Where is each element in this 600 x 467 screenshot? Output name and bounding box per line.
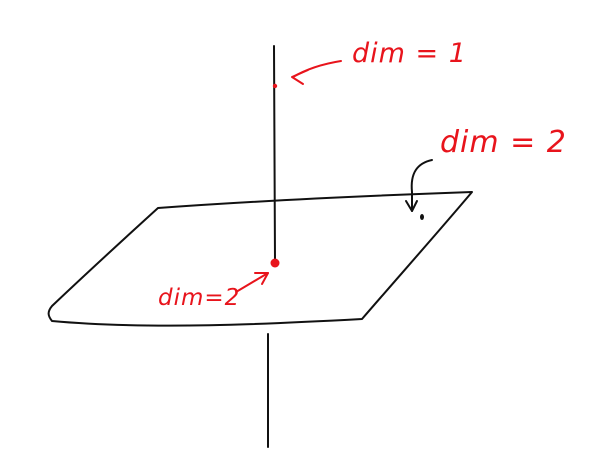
- plane-point: [420, 214, 424, 220]
- plane-outline: [47, 191, 473, 327]
- arrow-to-line-point: [291, 60, 342, 85]
- arrow-to-intersection-point: [235, 272, 269, 293]
- line-point: [272, 83, 278, 89]
- arrow-to-plane-point: [405, 159, 433, 212]
- label-plane-point: dim = 2: [440, 125, 567, 160]
- vertical-line-upper: [273, 45, 276, 263]
- intersection-point: [270, 258, 280, 268]
- label-intersection-point: dim=2: [158, 285, 240, 311]
- label-line-point: dim = 1: [352, 38, 467, 69]
